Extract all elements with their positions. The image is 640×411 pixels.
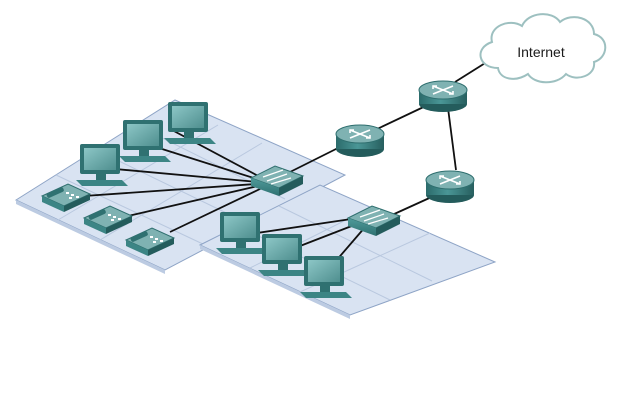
switch-left [249,165,305,196]
link-switch-right-pc1 [249,217,359,235]
link-switch-left-phone3 [169,187,263,233]
link-switch-left-phone1 [83,183,257,197]
ip-phone-2 [82,205,134,234]
switch-arrows-icon [359,209,389,225]
router-top [418,80,468,112]
pc-left-3 [76,144,128,186]
link-switch-left-phone2 [127,185,259,217]
link-switch-left-pc3 [103,167,259,183]
switch-arrows-icon [262,169,292,185]
pc-right-3 [300,256,352,298]
ip-phone-1 [40,183,92,212]
pc-left-2 [119,120,171,162]
link-router-top-router-right [447,107,457,171]
ip-phone-3 [124,227,176,256]
switch-right [346,205,402,236]
router-right [425,170,475,203]
internet-cloud: Internet [479,13,607,84]
pc-right-2 [258,234,310,276]
router-arrows-icon [432,85,454,95]
internet-label: Internet [517,44,565,60]
router-arrows-icon [439,175,461,185]
router-middle [335,124,385,157]
pc-right-1 [216,212,268,254]
pc-left-1 [164,102,216,144]
router-arrows-icon [349,129,371,139]
